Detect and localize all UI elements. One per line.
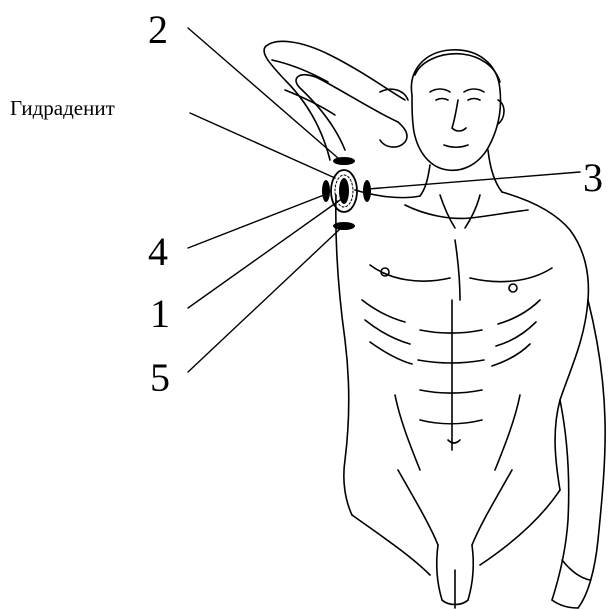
head: [411, 50, 504, 171]
leader-5: [188, 229, 340, 372]
chest: [370, 240, 552, 300]
groin: [398, 470, 512, 608]
marker-4: [322, 180, 330, 202]
abdomen: [362, 300, 540, 470]
leader-1: [188, 200, 340, 308]
leader-2: [188, 28, 338, 158]
leader-lines: [188, 28, 580, 372]
label-2: 2: [148, 10, 168, 50]
leader-4: [188, 195, 324, 248]
label-3: 3: [583, 158, 603, 198]
marker-3: [363, 180, 371, 202]
marker-2: [333, 157, 355, 165]
raised-arm: [264, 41, 408, 160]
label-5: 5: [150, 358, 170, 398]
label-4: 4: [148, 232, 168, 272]
leader-term: [190, 113, 335, 178]
marker-5: [333, 222, 355, 230]
leader-3: [368, 172, 580, 189]
label-1: 1: [150, 294, 170, 334]
lesion-group: [322, 157, 371, 230]
label-hidradenitis: Гидраденит: [10, 98, 115, 119]
neck-shoulders: [355, 150, 588, 300]
torso: [336, 195, 588, 575]
